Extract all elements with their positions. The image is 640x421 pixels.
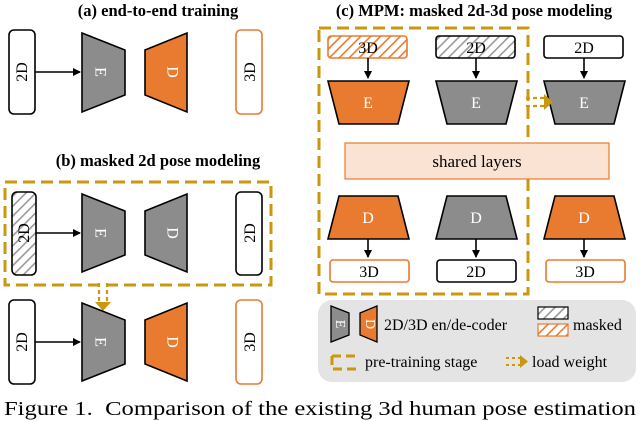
load-weight-arrow-b	[95, 283, 111, 311]
decoder-label-b: D	[163, 227, 180, 239]
output-2d-box-c	[436, 259, 517, 283]
input-2d-label-b2: 2D	[14, 332, 31, 352]
encoder-label: E	[91, 67, 108, 77]
encoder-label-b2: E	[91, 337, 108, 347]
encoder-2d-label-c3: E	[579, 95, 589, 112]
decoder-3d-shape-c3	[542, 195, 627, 240]
shared-layers-label: shared layers	[432, 152, 521, 171]
output-2d-label-b: 2D	[242, 223, 259, 243]
output-2d-label-c: 2D	[466, 264, 486, 281]
decoder-3d-label-c: D	[362, 210, 374, 227]
decoder-2d-label-c: D	[470, 210, 482, 227]
output-3d-box-c	[329, 259, 410, 283]
decoder-shape-b	[144, 192, 188, 274]
legend-load-weight-icon	[506, 355, 528, 368]
masked-3d-label: 3D	[358, 40, 378, 57]
encoder-label-b: E	[91, 228, 108, 238]
output-3d-box-b2	[235, 299, 263, 385]
legend-pretraining-icon	[330, 356, 356, 371]
legend-masked-gray-swatch	[537, 306, 569, 320]
load-weight-arrow-c	[526, 94, 553, 110]
pretraining-dashed-frame-b	[3, 180, 273, 287]
output-3d-box	[235, 29, 263, 115]
masked-2d-label-c: 2D	[466, 40, 486, 57]
decoder-2d-shape-c	[434, 195, 519, 240]
legend-load-weight-label: load weight	[532, 354, 608, 371]
legend-masked-label: masked	[573, 317, 622, 334]
output-3d-label: 3D	[242, 62, 259, 82]
output-3d-label-b2: 3D	[242, 332, 259, 352]
figure-caption: Figure 1. Comparison of the existing 3d …	[4, 398, 636, 420]
output-3d-box-c3	[545, 259, 626, 283]
legend-encoder-icon	[330, 305, 350, 343]
panel-a: 2D E D 3D	[8, 29, 263, 115]
legend-background	[318, 300, 636, 382]
panel-a-title: (a) end-to-end training	[78, 1, 239, 20]
output-3d-label-c: 3D	[359, 264, 379, 281]
decoder-3d-shape-c	[326, 195, 411, 240]
legend-en-de-coder-label: 2D/3D en/de-coder	[384, 317, 508, 334]
encoder-2d-shape-c3	[542, 80, 627, 125]
legend-decoder-icon	[359, 305, 378, 343]
decoder-label-b2: D	[163, 336, 180, 348]
encoder-2d-label-c: E	[471, 95, 481, 112]
output-2d-box-b	[235, 191, 263, 276]
shared-layers-box	[344, 142, 610, 180]
input-2d-label-c3: 2D	[574, 40, 594, 57]
encoder-shape	[81, 31, 126, 114]
panel-c: 3D E 2D E 2D E shared layers D 3D D	[317, 26, 627, 296]
masked-2d-label: 2D	[16, 223, 33, 243]
encoder-3d-label: E	[363, 95, 373, 112]
legend-encoder-letter: E	[332, 320, 347, 329]
panel-b: 2D E D 2D 2D E D 3D	[3, 180, 273, 385]
encoder-shape-b	[81, 192, 126, 274]
legend-decoder-letter: D	[362, 319, 377, 329]
encoder-3d-shape	[326, 80, 411, 125]
legend-pretraining-label: pre-training stage	[365, 354, 477, 371]
legend: E D 2D/3D en/de-coder masked pre-trainin…	[318, 300, 636, 382]
legend-masked-orange-swatch	[537, 323, 569, 337]
output-3d-label-c3: 3D	[575, 264, 595, 281]
panel-b-title: (b) masked 2d pose modeling	[56, 151, 261, 170]
decoder-shape-b2	[144, 301, 188, 383]
encoder-shape-b2	[81, 301, 126, 383]
decoder-3d-label-c3: D	[578, 210, 590, 227]
decoder-label: D	[163, 66, 180, 78]
input-2d-label: 2D	[14, 62, 31, 82]
encoder-2d-shape-c	[434, 80, 519, 125]
decoder-shape	[144, 31, 188, 114]
panel-c-title: (c) MPM: masked 2d-3d pose modeling	[336, 1, 613, 20]
